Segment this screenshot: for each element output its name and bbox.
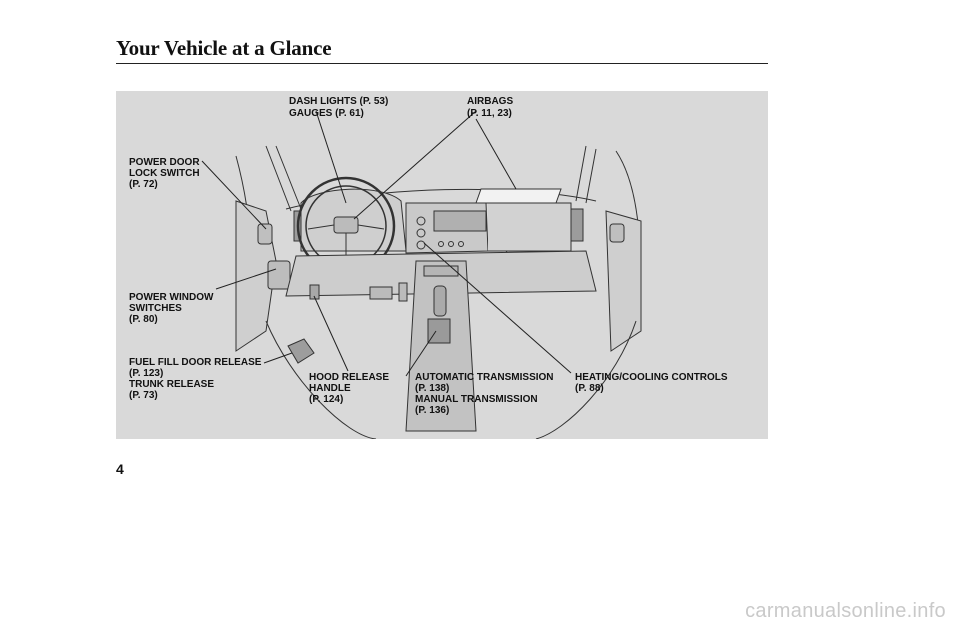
callout-automatic-transmission: AUTOMATIC TRANSMISSION <box>415 372 554 383</box>
page-number: 4 <box>116 461 124 477</box>
callout-power-door-lock-line2: LOCK SWITCH <box>129 168 200 179</box>
page-title: Your Vehicle at a Glance <box>116 36 332 60</box>
callout-automatic-transmission-page: (P. 138) <box>415 383 450 394</box>
callout-trunk-release-page: (P. 73) <box>129 390 158 401</box>
dashboard-illustration <box>201 110 642 439</box>
watermark-link[interactable]: carmanualsonline.info <box>745 600 946 622</box>
callout-heating-cooling-page: (P. 88) <box>575 383 604 394</box>
callout-manual-transmission-page: (P. 136) <box>415 405 450 416</box>
callout-power-window-page: (P. 80) <box>129 314 158 325</box>
callout-manual-transmission: MANUAL TRANSMISSION <box>415 394 538 405</box>
callout-hood-release-page: (P. 124) <box>309 394 344 405</box>
dashboard-illustration-panel: DASH LIGHTS (P. 53) GAUGES (P. 61) AIRBA… <box>116 91 768 439</box>
callout-power-door-lock-page: (P. 72) <box>129 179 158 190</box>
callout-airbags-pages: (P. 11, 23) <box>467 108 512 119</box>
callout-fuel-fill: FUEL FILL DOOR RELEASE <box>129 357 262 368</box>
callout-power-window: POWER WINDOW <box>129 292 214 303</box>
callout-trunk-release: TRUNK RELEASE <box>129 379 215 390</box>
callout-fuel-fill-page: (P. 123) <box>129 368 164 379</box>
callout-heating-cooling: HEATING/COOLING CONTROLS <box>575 372 728 383</box>
title-divider <box>116 63 768 64</box>
callout-airbags: AIRBAGS <box>467 96 514 107</box>
callout-dash-lights: DASH LIGHTS (P. 53) <box>289 96 389 107</box>
callout-gauges: GAUGES (P. 61) <box>289 108 364 119</box>
callout-hood-release-line2: HANDLE <box>309 383 351 394</box>
callout-power-door-lock: POWER DOOR <box>129 157 200 168</box>
callout-power-window-line2: SWITCHES <box>129 303 182 314</box>
callout-hood-release: HOOD RELEASE <box>309 372 390 383</box>
